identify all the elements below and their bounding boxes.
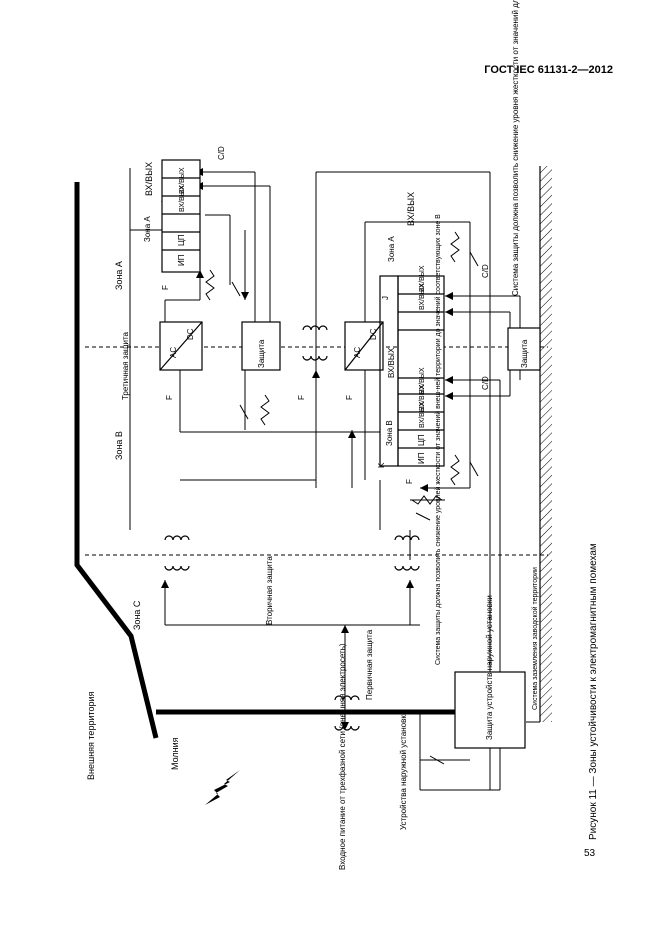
acdc-upper-ac: AC <box>169 347 178 358</box>
document-header: ГОСТ IEC 61131-2—2012 <box>484 64 613 76</box>
resistor-switch-symbols <box>205 231 479 765</box>
zone-b-label: Зона В <box>114 431 124 460</box>
io-cell-4: ВХ/ВЫХ <box>419 384 426 411</box>
top-cd-label: C/D <box>217 146 226 160</box>
protection-right-label: Защита <box>520 339 529 368</box>
secondary-protection-label: Вторичная защита <box>265 556 274 625</box>
io-cell-3: ВХ/ВЫХ <box>419 367 426 394</box>
zone-b-psu: ИП <box>417 452 426 464</box>
zone-b-cd-label: C/D <box>481 376 490 390</box>
top-module-io-1: ВХ/ВЫХ <box>179 167 186 194</box>
outdoor-device-label: Устройства наружной установки <box>399 711 408 830</box>
tertiary-protection-label: Третичная защита <box>121 331 130 400</box>
top-module-io-label: ВХ/ВЫХ <box>144 162 154 196</box>
coil-transformers <box>164 325 420 731</box>
top-module-cpu: ЦП <box>177 234 186 246</box>
input-power-label: Входное питание от трехфазной сети (внеш… <box>338 643 347 870</box>
protection-upper-label: Защита <box>257 339 266 368</box>
grounding-bar <box>526 166 552 723</box>
j-label: J <box>381 296 390 300</box>
page-number: 53 <box>584 848 596 859</box>
grounding-label: Система заземления заводской территории <box>531 567 539 710</box>
rotated-labels: Рисунок 11 — Зоны устойчивости к электро… <box>86 0 599 870</box>
zone-a-io-label: ВХ/ВЫХ <box>406 192 416 226</box>
caption: Рисунок 11 — Зоны устойчивости к электро… <box>588 543 599 840</box>
acdc-lower-ac: AC <box>353 347 362 358</box>
top-module-io-2: ВХ/ВЫХ <box>179 185 186 212</box>
top-f-label: F <box>161 285 170 290</box>
primary-protection-label: Первичная защита <box>365 629 374 700</box>
acdc-lower-dc: DC <box>369 328 378 340</box>
zone-b-f-label: F <box>405 479 414 484</box>
zone-c-label: Зона С <box>132 600 142 630</box>
zone-a-label: Зона А <box>114 261 124 290</box>
k-label: K <box>377 462 386 468</box>
outdoor-protection-label: Защита устройств наружной установки <box>485 595 494 740</box>
zone-b-module-label: Зона В <box>385 420 394 446</box>
zone-a-module-label: Зона А <box>387 236 396 262</box>
io-cell-2: ВХ/ВЫХ <box>419 283 426 310</box>
lightning-label: Молния <box>170 737 180 770</box>
zone-b-io-label: ВХ/ВЫХ <box>387 347 396 378</box>
zone-b-cpu: ЦП <box>417 434 426 446</box>
io-cell-5: ВХ/ВЫХ <box>419 401 426 428</box>
zone-outer-label: Внешняя территория <box>86 691 96 780</box>
left-f-label: F <box>297 395 306 400</box>
top-module-psu: ИП <box>177 254 186 266</box>
note-zone-a: Система защиты должна позволить снижение… <box>511 0 520 296</box>
top-module-zone-label: Зона А <box>143 216 152 242</box>
note-zone-b: Система защиты должна позволить снижение… <box>434 214 442 665</box>
lightning-icon <box>205 770 240 805</box>
mid-f-label: F <box>345 395 354 400</box>
acdc-upper-dc: DC <box>186 328 195 340</box>
blocks <box>159 159 541 749</box>
zone-a-cd-label: C/D <box>481 264 490 278</box>
io-cell-1: ВХ/ВЫХ <box>419 265 426 292</box>
upper-f-label: F <box>165 395 174 400</box>
